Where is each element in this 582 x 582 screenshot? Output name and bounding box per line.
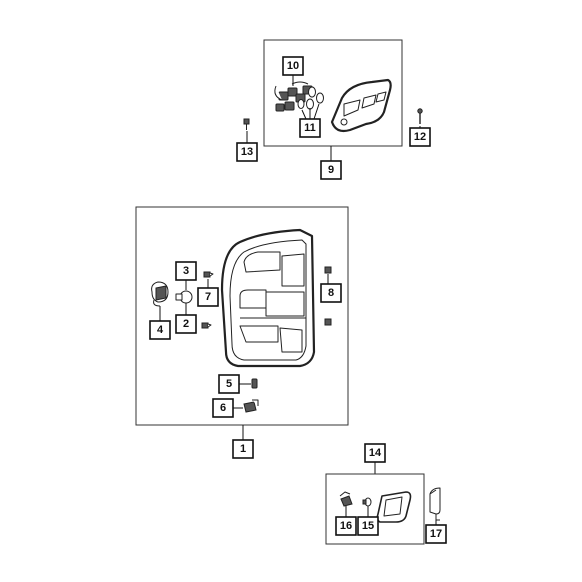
callout-6-box bbox=[212, 398, 234, 418]
callout-13-box bbox=[236, 142, 258, 162]
callout-17: 17 bbox=[430, 528, 442, 540]
tail-lamp-housing bbox=[220, 228, 316, 368]
clip-7-lower bbox=[201, 322, 212, 329]
bulb-2 bbox=[175, 290, 193, 304]
socket-6 bbox=[243, 399, 259, 413]
callout-2-box bbox=[175, 314, 197, 334]
socket-16 bbox=[339, 491, 353, 507]
callout-8-box bbox=[320, 283, 342, 303]
callout-1-box bbox=[232, 439, 254, 459]
callout-4-box bbox=[149, 320, 171, 340]
callout-16-box bbox=[335, 516, 357, 536]
callout-1: 1 bbox=[240, 443, 246, 455]
callout-9: 9 bbox=[328, 164, 334, 176]
bulb-socket-4 bbox=[151, 281, 169, 307]
callout-17-box bbox=[425, 524, 447, 544]
callout-8: 8 bbox=[328, 287, 334, 299]
clip-8-upper bbox=[324, 266, 332, 274]
callout-12: 12 bbox=[414, 131, 426, 143]
callout-11: 11 bbox=[304, 122, 316, 134]
callout-13: 13 bbox=[241, 146, 253, 158]
callout-16: 16 bbox=[340, 520, 352, 532]
callout-5: 5 bbox=[226, 378, 232, 390]
callout-2: 2 bbox=[183, 318, 189, 330]
callout-3: 3 bbox=[183, 265, 189, 277]
callout-15: 15 bbox=[362, 520, 374, 532]
clip-8-lower bbox=[324, 318, 332, 326]
callout-6: 6 bbox=[220, 402, 226, 414]
callout-4: 4 bbox=[157, 324, 164, 336]
callout-7-box bbox=[197, 287, 219, 307]
callout-5-box bbox=[218, 374, 240, 394]
clip-7-upper bbox=[203, 271, 214, 278]
callout-12-box bbox=[409, 127, 431, 147]
screw-13 bbox=[243, 118, 250, 130]
screw-12 bbox=[417, 108, 423, 124]
callout-10: 10 bbox=[287, 60, 299, 72]
bracket-17 bbox=[429, 487, 441, 521]
callout-14: 14 bbox=[369, 447, 382, 459]
callout-7: 7 bbox=[205, 291, 211, 303]
callout-9-box bbox=[320, 160, 342, 180]
callout-15-box bbox=[357, 516, 379, 536]
center-high-mount-lamp-housing bbox=[330, 78, 392, 133]
bulb-5 bbox=[251, 378, 258, 389]
bulbs-small bbox=[297, 86, 324, 110]
